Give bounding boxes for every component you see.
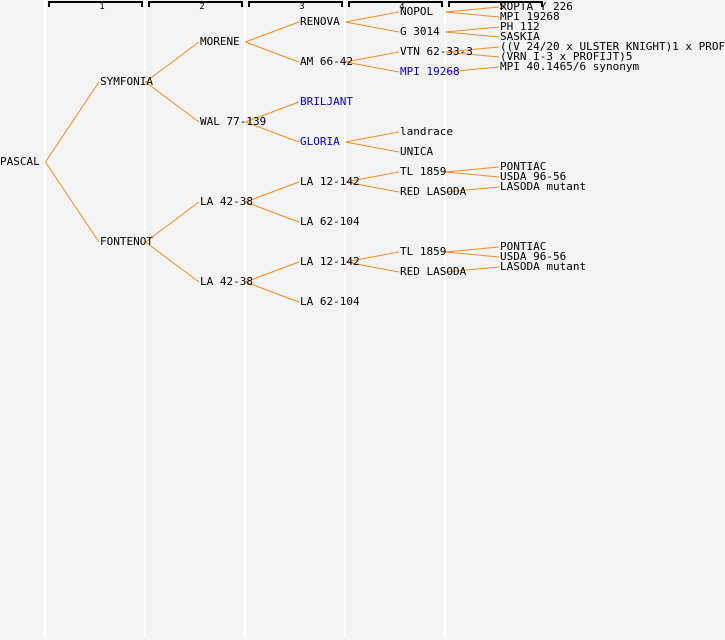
pedigree-node-gen4: LA 62-104 (300, 295, 360, 308)
pedigree-connector (245, 181, 300, 203)
pedigree-connector (245, 281, 300, 303)
pedigree-connector (445, 171, 500, 178)
pedigree-connector (345, 61, 400, 73)
column-divider (144, 0, 146, 638)
pedigree-node-gen5: TL 1859 (400, 165, 447, 178)
pedigree-node-gen3: LA 42-38 (200, 195, 253, 208)
pedigree-connector (45, 161, 100, 243)
pedigree-connector (445, 51, 500, 58)
pedigree-connector (145, 241, 200, 283)
pedigree-connector (245, 101, 300, 123)
pedigree-node-gen6: USDA 96-56 (500, 250, 567, 263)
pedigree-connector (445, 66, 500, 73)
pedigree-node-gen5: RED LASODA (400, 265, 467, 278)
pedigree-connector (345, 251, 400, 263)
column-divider (444, 0, 446, 638)
pedigree-node-gen4[interactable]: GLORIA (300, 135, 340, 148)
pedigree-connector (345, 141, 400, 153)
pedigree-connector (445, 46, 500, 53)
pedigree-node-gen4: LA 12-142 (300, 175, 360, 188)
pedigree-node-gen6: LASODA mutant (500, 180, 587, 193)
pedigree-node-gen2: SYMFONIA (100, 75, 153, 88)
pedigree-connector (445, 31, 500, 38)
pedigree-node-gen4: AM 66-42 (300, 55, 353, 68)
pedigree-node-gen6: MPI 40.1465/6 synonym (500, 60, 640, 73)
generation-header-bracket (48, 1, 143, 7)
pedigree-lines (45, 6, 500, 303)
pedigree-connector (145, 81, 200, 123)
pedigree-node-gen6: PH 112 (500, 20, 540, 33)
pedigree-connector (345, 131, 400, 143)
pedigree-node-gen3: LA 42-38 (200, 275, 253, 288)
pedigree-node-gen6: MPI 19268 (500, 10, 560, 23)
pedigree-node-gen4[interactable]: BRILJANT (300, 95, 353, 108)
pedigree-connector (445, 166, 500, 173)
pedigree-connector (145, 41, 200, 83)
pedigree-connector (445, 251, 500, 258)
generation-header-bracket (448, 1, 543, 7)
pedigree-connector (345, 51, 400, 63)
pedigree-connector (345, 261, 400, 273)
pedigree-node-gen6: SASKIA (500, 30, 540, 43)
generation-header-bracket (148, 1, 243, 7)
pedigree-node-gen5[interactable]: MPI 19268 (400, 65, 460, 78)
generation-number: 2 (199, 2, 205, 12)
pedigree-connector (245, 21, 300, 43)
pedigree-node-gen6: PONTIAC (500, 160, 547, 173)
pedigree-connector (245, 201, 300, 223)
pedigree-node-gen6: LASODA mutant (500, 260, 587, 273)
pedigree-connector (345, 171, 400, 183)
pedigree-connector (245, 121, 300, 143)
pedigree-node-gen4: LA 62-104 (300, 215, 360, 228)
pedigree-node-gen3: MORENE (200, 35, 240, 48)
pedigree-connector (345, 11, 400, 23)
pedigree-node-gen2: FONTENOT (100, 235, 153, 248)
pedigree-node-gen5: RED LASODA (400, 185, 467, 198)
pedigree-node-gen1: PASCAL (0, 155, 40, 168)
generation-number: 5 (499, 2, 505, 12)
generation-number: 4 (399, 2, 405, 12)
pedigree-node-gen5: VTN 62-33-3 (400, 45, 473, 58)
pedigree-node-gen6: PONTIAC (500, 240, 547, 253)
pedigree-connector (145, 201, 200, 243)
generation-number: 1 (99, 2, 105, 12)
column-divider (344, 0, 346, 638)
pedigree-node-gen5: UNICA (400, 145, 434, 158)
pedigree-connector (445, 26, 500, 33)
pedigree-connector (445, 186, 500, 193)
pedigree-node-gen6: ((V 24/20 x ULSTER KNIGHT)1 x PROF (500, 40, 725, 53)
pedigree-node-gen6: USDA 96-56 (500, 170, 567, 183)
pedigree-connector (445, 11, 500, 18)
pedigree-connector (45, 81, 100, 163)
pedigree-node-gen5: G 3014 (400, 25, 440, 38)
pedigree-node-gen3: WAL 77-139 (200, 115, 267, 128)
pedigree-node-gen4: LA 12-142 (300, 255, 360, 268)
pedigree-connector (445, 6, 500, 13)
pedigree-connector (345, 21, 400, 33)
pedigree-node-gen5: TL 1859 (400, 245, 447, 258)
pedigree-node-gen5: NOPOL (400, 5, 434, 18)
pedigree-connector (245, 41, 300, 63)
column-divider (44, 0, 46, 638)
pedigree-connector (445, 266, 500, 273)
pedigree-node-gen4: RENOVA (300, 15, 340, 28)
generation-number: 3 (299, 2, 305, 12)
pedigree-connector (345, 181, 400, 193)
pedigree-connector (245, 261, 300, 283)
pedigree-node-gen6: ROPTA Y 226 (500, 0, 573, 13)
generation-header-bracket (248, 1, 343, 7)
pedigree-node-gen6: (VRN I-3 x PROFIJT)5 (500, 50, 633, 63)
pedigree-node-gen5: landrace (400, 125, 453, 138)
generation-header-bracket (348, 1, 443, 7)
pedigree-connector (445, 246, 500, 253)
column-divider (244, 0, 246, 638)
